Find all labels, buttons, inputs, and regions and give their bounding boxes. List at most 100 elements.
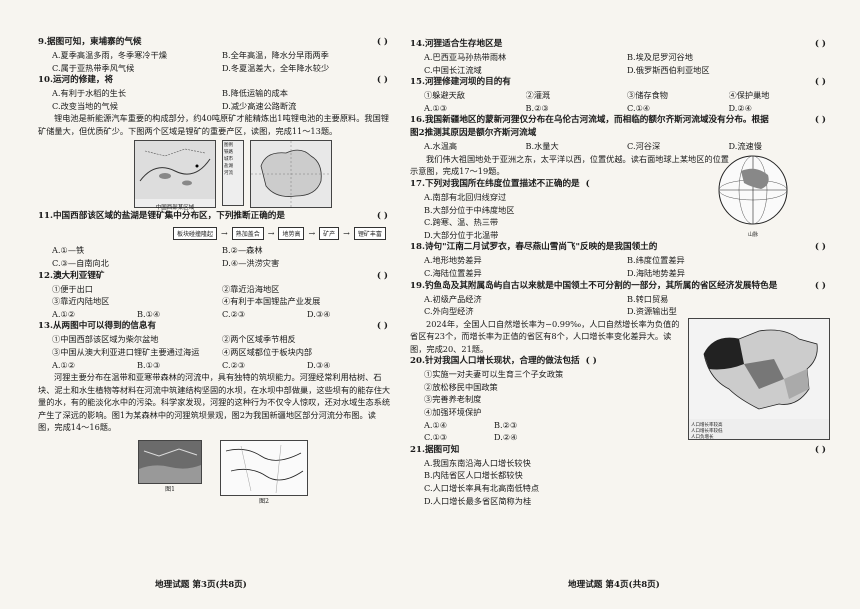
- question-15-options: A.①③ B.②③ C.①④ D.②④: [410, 102, 830, 115]
- lithium-maps: 中国西部某区域 图例 铁路 城市 盐湖 河流: [134, 140, 392, 212]
- question-21: 21.据图可知( ): [410, 444, 826, 455]
- australia-map: [250, 140, 332, 209]
- option[interactable]: D.②④: [494, 432, 518, 443]
- option[interactable]: D.资源输出型: [627, 306, 677, 317]
- xinjiang-river-map: [220, 439, 308, 496]
- option[interactable]: D.人口增长最多省区简称为桂: [424, 495, 532, 506]
- beaver-figures: 图1 图2: [138, 439, 392, 505]
- globe-figure: 山脉: [716, 153, 790, 238]
- question-18-options: A.地形地势差异 B.纬度位置差异 C.海陆位置差异 D.海陆地势差异: [410, 254, 830, 279]
- option[interactable]: A.水温高: [424, 141, 458, 152]
- option[interactable]: C.改变当地的气候: [52, 100, 118, 111]
- question-21-options: A.我国东南沿海人口增长较快 B.内陆省区人口增长都较快 C.人口增长率具有北高…: [410, 457, 830, 507]
- question-16-options: A.水温高 B.水量大 C.河谷深 D.流速慢: [410, 140, 830, 153]
- option[interactable]: D.流速慢: [728, 141, 762, 152]
- right-page: 14.河狸适合生存地区是( ) A.巴西亚马孙热带雨林 B.埃及尼罗河谷地 C.…: [400, 0, 860, 609]
- option[interactable]: C.中国长江流域: [424, 64, 482, 75]
- flow-box: 地势高: [278, 227, 305, 241]
- question-10: 10.运河的修建，将( ): [38, 75, 388, 86]
- option[interactable]: A.有利于水稻的生长: [52, 88, 127, 99]
- option[interactable]: C.跨寒、温、热三带: [424, 217, 499, 228]
- option[interactable]: C.外向型经济: [424, 306, 474, 317]
- option[interactable]: B.内陆省区人口增长都较快: [424, 470, 523, 481]
- option[interactable]: D.④—洪涝灾害: [222, 257, 280, 268]
- option[interactable]: B.纬度位置差异: [627, 255, 685, 266]
- option[interactable]: D.冬夏温差大，全年降水较少: [222, 62, 330, 73]
- q11-flowchart: 板块碰撞隆起→ 熟加盖合→ 地势高→ 矿产→ 锂矿丰富: [173, 227, 392, 241]
- option[interactable]: C.②③: [222, 359, 246, 370]
- option[interactable]: A.①④: [424, 419, 448, 430]
- option[interactable]: D.③④: [307, 308, 331, 319]
- option[interactable]: B.①③: [137, 359, 161, 370]
- question-11: 11.中国西部该区域的盐湖是锂矿集中分布区，下列推断正确的是( ): [38, 211, 388, 222]
- question-9: 9.据图可知，東埔寨的气候( ): [38, 37, 388, 47]
- flow-box: 熟加盖合: [231, 227, 264, 241]
- option[interactable]: D.②④: [728, 102, 753, 113]
- option[interactable]: C.①④: [627, 102, 651, 113]
- option[interactable]: B.②③: [494, 419, 518, 430]
- option[interactable]: B.②—森林: [222, 245, 263, 256]
- globe-icon: [718, 155, 788, 225]
- flow-box: 锂矿丰富: [353, 227, 386, 241]
- option[interactable]: A.①③: [424, 102, 448, 113]
- option[interactable]: D.俄罗斯西伯利亚地区: [627, 64, 710, 75]
- question-12-options: A.①② B.①④ C.②③ D.③④: [38, 308, 392, 321]
- option[interactable]: C.人口增长率具有北高南低特点: [424, 482, 540, 493]
- option[interactable]: B.埃及尼罗河谷地: [627, 52, 693, 62]
- option[interactable]: B.降低运输的成本: [222, 88, 288, 99]
- option[interactable]: D.③④: [307, 359, 331, 370]
- china-population-map: 人口增长率较高 人口增长率较低 人口负增长: [688, 317, 830, 440]
- question-19-options: A.初级产品经济 B.转口贸易 C.外向型经济 D.资源输出型: [410, 293, 830, 318]
- option[interactable]: C.河谷深: [627, 141, 661, 152]
- passage-population: 2024年，全国人口自然增长率为−0.99‰，人口自然增长率为负值的省区有23个…: [410, 318, 680, 354]
- q17-section: 我们伟大祖国地处于亚洲之东，太平洋以西，位置优越。读右面地球上某地区的位置示意图…: [410, 153, 830, 241]
- option[interactable]: C.③—自南向北: [52, 257, 109, 268]
- left-page: 9.据图可知，東埔寨的气候( ) A.夏季高温多雨，冬季寒冷干燥 B.全年高温，…: [0, 0, 400, 609]
- option[interactable]: A.地形地势差异: [424, 255, 482, 266]
- option[interactable]: A.巴西亚马孙热带雨林: [424, 52, 507, 62]
- map-caption: 中国西部某区域: [155, 205, 195, 212]
- option[interactable]: C.②③: [222, 308, 246, 319]
- question-13-statements: ①中国西部该区域为柴尔盆地 ②两个区域季节相反 ③中国从澳大利亚进口锂矿主要通过…: [52, 334, 313, 357]
- option[interactable]: A.①②: [52, 308, 76, 319]
- western-china-map: 中国西部某区域: [134, 140, 216, 212]
- option[interactable]: C.①③: [424, 432, 448, 443]
- question-16: 16.我国新疆地区的蒙新河狸仅分布在乌伦古河流域，而相临的额尔齐斯河流域没有分布…: [410, 115, 826, 139]
- option[interactable]: B.转口贸易: [627, 293, 669, 304]
- population-map-legend: 人口增长率较高 人口增长率较低 人口负增长: [691, 422, 723, 440]
- question-19: 19.钓鱼岛及其附属岛屿自古以来就是中国领土不可分割的一部分，其所属的省区经济发…: [410, 280, 826, 291]
- option[interactable]: D.大部分位于北温带: [424, 229, 499, 240]
- option[interactable]: A.南部有北回归线穿过: [424, 191, 507, 202]
- option[interactable]: A.我国东南沿海人口增长较快: [424, 457, 531, 468]
- page-footer-right: 地理试题 第4页(共8页): [568, 580, 660, 590]
- question-9-options: A.夏季高温多雨，冬季寒冷干燥 B.全年高温，降水分早雨两季 C.属于亚热带季风…: [38, 49, 392, 74]
- map-legend: 图例 铁路 城市 盐湖 河流: [222, 140, 244, 207]
- question-11-options: A.①—铁 B.②—森林 C.③—自南向北 D.④—洪涝灾害: [38, 244, 392, 269]
- passage-beaver: 河狸主要分布在温带和亚寒带森林的河流中，具有独特的筑坝能力。河狸经常利用枯树、石…: [38, 372, 391, 433]
- question-12: 12.澳大利亚锂矿( ): [38, 270, 388, 281]
- question-15: 15.河狸修建河坝的目的有( ): [410, 77, 826, 88]
- passage-location: 我们伟大祖国地处于亚洲之东，太平洋以西，位置优越。读右面地球上某地区的位置示意图…: [410, 153, 729, 177]
- option[interactable]: B.全年高温，降水分早雨两季: [222, 50, 329, 60]
- question-14: 14.河狸适合生存地区是( ): [410, 39, 826, 49]
- option[interactable]: B.水量大: [525, 141, 559, 152]
- option[interactable]: C.海陆位置差异: [424, 267, 482, 278]
- option[interactable]: B.②③: [525, 102, 549, 113]
- option[interactable]: B.大部分位于中纬度地区: [424, 204, 515, 215]
- question-20: 20.针对我国人口增长现状，合理的做法包括( ): [410, 356, 597, 367]
- beaver-dam-photo: [138, 439, 202, 484]
- question-15-statements: ①躲避天敌 ②灌溉 ③储存食物 ④保护巢地: [424, 90, 770, 101]
- option[interactable]: A.初级产品经济: [424, 293, 482, 304]
- option[interactable]: A.①—铁: [52, 245, 85, 256]
- option[interactable]: B.①④: [137, 308, 161, 319]
- question-10-options: A.有利于水稻的生长 B.降低运输的成本 C.改变当地的气候 D.减少高速公路断…: [38, 87, 392, 112]
- question-14-options: A.巴西亚马孙热带雨林 B.埃及尼罗河谷地 C.中国长江流域 D.俄罗斯西伯利亚…: [410, 51, 830, 76]
- option[interactable]: A.①②: [52, 359, 76, 370]
- option[interactable]: D.海陆地势差异: [627, 267, 685, 278]
- option[interactable]: D.减少高速公路断流: [222, 100, 297, 111]
- option[interactable]: A.夏季高温多雨，冬季寒冷干燥: [52, 50, 167, 60]
- flow-box: 矿产: [319, 227, 340, 241]
- question-13-options: A.①② B.①③ C.②③ D.③④: [38, 359, 392, 372]
- page-footer-left: 地理试题 第3页(共8页): [155, 580, 247, 590]
- option[interactable]: C.属于亚热带季风气候: [52, 62, 135, 73]
